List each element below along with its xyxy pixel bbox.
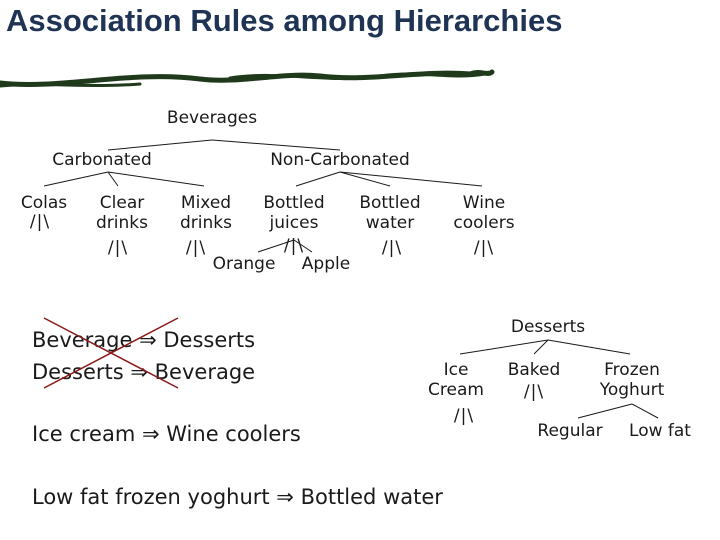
slide-title: Association Rules among Hierarchies — [6, 3, 563, 38]
branch-glyph: /|\ — [185, 238, 207, 258]
node-bottled-juices: Bottled juices — [263, 193, 325, 234]
node-bottled-water: Bottled water — [359, 193, 421, 234]
rule-ice-cream-wine-coolers: Ice cream ⇒ Wine coolers — [32, 422, 301, 446]
branch-glyph: /|\ — [523, 382, 545, 402]
branch-glyph: /|\ — [283, 236, 305, 256]
node-mixed-drinks: Mixed drinks — [180, 193, 232, 234]
node-clear-drinks: Clear drinks — [96, 193, 148, 234]
node-wine-coolers: Wine coolers — [453, 193, 515, 234]
node-orange: Orange — [212, 254, 276, 274]
node-non-carbonated: Non-Carbonated — [270, 150, 410, 170]
node-frozen-yoghurt: Frozen Yoghurt — [599, 360, 665, 401]
node-ice-cream: Ice Cream — [428, 360, 484, 401]
brush-underline — [0, 69, 495, 88]
node-low-fat: Low fat — [629, 421, 691, 441]
branch-glyph: /|\ — [107, 238, 129, 258]
node-beverages: Beverages — [166, 108, 258, 128]
rule-beverage-desserts: Beverage ⇒ Desserts — [32, 328, 256, 352]
node-desserts: Desserts — [510, 317, 586, 337]
node-regular: Regular — [537, 421, 603, 441]
branch-glyph: /|\ — [453, 406, 475, 426]
node-carbonated: Carbonated — [52, 150, 152, 170]
branch-glyph: /|\ — [29, 212, 51, 232]
node-colas: Colas — [20, 193, 68, 213]
branch-glyph: /|\ — [381, 238, 403, 258]
node-baked: Baked — [507, 360, 561, 380]
rule-desserts-beverage: Desserts ⇒ Beverage — [32, 360, 256, 384]
rule-low-fat-yoghurt-bottled-water: Low fat frozen yoghurt ⇒ Bottled water — [32, 485, 443, 509]
node-apple: Apple — [301, 254, 351, 274]
branch-glyph: /|\ — [473, 238, 495, 258]
